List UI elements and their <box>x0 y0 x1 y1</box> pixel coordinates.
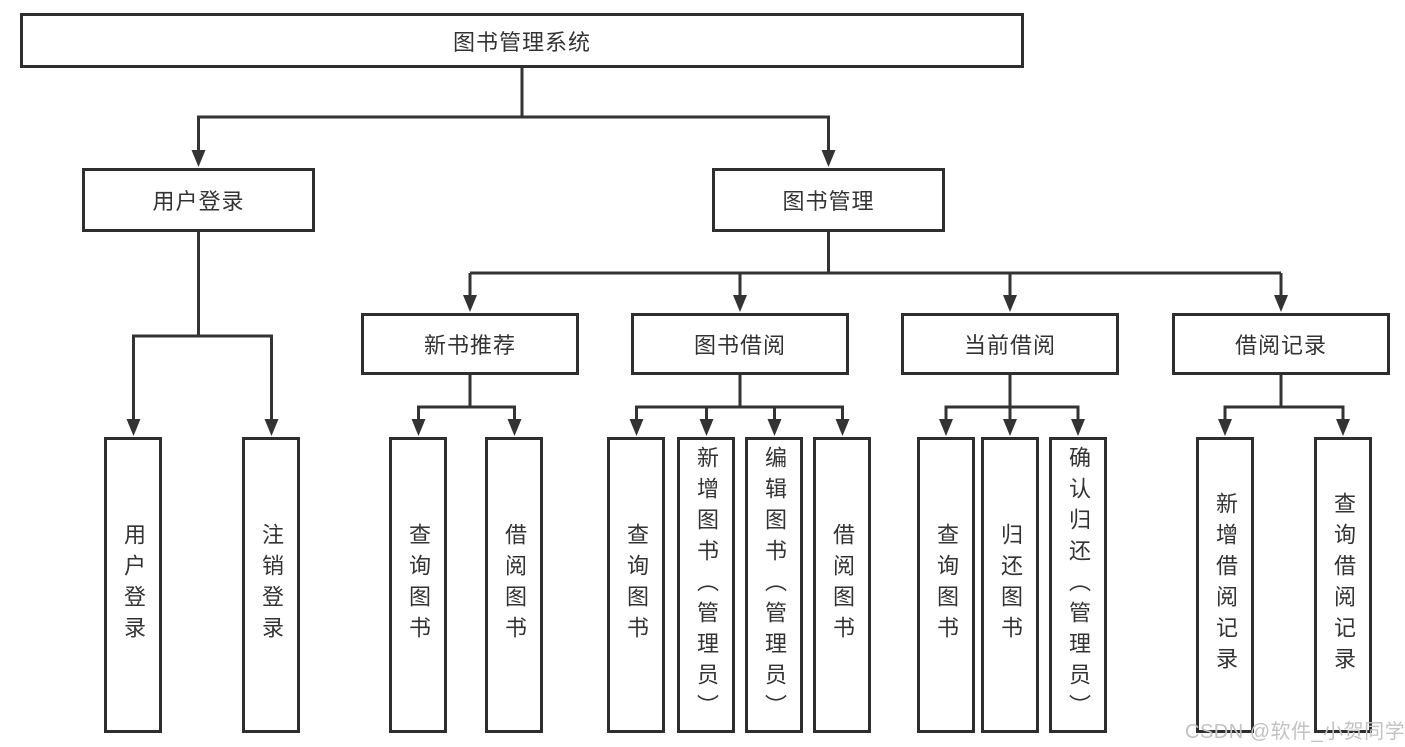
leaf-label: 查询图书 <box>406 523 431 647</box>
node-label: 当前借阅 <box>963 333 1056 358</box>
node-label: 新书推荐 <box>423 333 516 358</box>
leaf-label: 借阅图书 <box>830 523 855 647</box>
leaf-query-books-borrowing: 查询图书 <box>607 437 665 733</box>
csdn-watermark: CSDN @软件_小贺同学 <box>1185 721 1405 743</box>
leaf-logout: 注销登录 <box>242 437 300 733</box>
leaf-label: 借阅图书 <box>502 523 527 647</box>
leaf-borrow-books-borrowing: 借阅图书 <box>813 437 871 733</box>
leaf-label: 查询借阅记录 <box>1331 492 1356 678</box>
leaf-label: 确认归还（管理员） <box>1066 445 1091 725</box>
leaf-label: 新增图书（管理员） <box>694 445 719 725</box>
node-borrowing-records: 借阅记录 <box>1172 313 1390 375</box>
leaf-label: 注销登录 <box>259 523 284 647</box>
node-new-book-recommendation: 新书推荐 <box>361 313 579 375</box>
node-book-borrowing: 图书借阅 <box>631 313 849 375</box>
leaf-label: 查询图书 <box>934 523 959 647</box>
node-label: 借阅记录 <box>1234 333 1327 358</box>
leaf-label: 归还图书 <box>998 523 1023 647</box>
leaf-confirm-return-admin: 确认归还（管理员） <box>1049 437 1107 733</box>
node-label: 图书借阅 <box>693 333 786 358</box>
node-label: 图书管理系统 <box>452 29 591 55</box>
leaf-query-borrow-record: 查询借阅记录 <box>1314 437 1372 733</box>
leaf-label: 查询图书 <box>624 523 649 647</box>
leaf-label: 编辑图书（管理员） <box>762 445 787 725</box>
leaf-label: 用户登录 <box>121 523 146 647</box>
node-library-management-system: 图书管理系统 <box>20 13 1024 68</box>
leaf-label: 新增借阅记录 <box>1213 492 1238 678</box>
node-current-borrowing: 当前借阅 <box>901 313 1119 375</box>
leaf-edit-books-admin: 编辑图书（管理员） <box>745 437 803 733</box>
node-label: 图书管理 <box>782 189 875 214</box>
leaf-borrow-books-recommend: 借阅图书 <box>485 437 543 733</box>
leaf-return-books: 归还图书 <box>981 437 1039 733</box>
leaf-query-books-current: 查询图书 <box>917 437 975 733</box>
node-user-login: 用户登录 <box>82 168 315 232</box>
leaf-query-books-recommend: 查询图书 <box>389 437 447 733</box>
leaf-add-borrow-record: 新增借阅记录 <box>1196 437 1254 733</box>
node-label: 用户登录 <box>152 189 245 214</box>
leaf-add-books-admin: 新增图书（管理员） <box>677 437 735 733</box>
node-book-management: 图书管理 <box>712 168 945 232</box>
leaf-user-login: 用户登录 <box>104 437 162 733</box>
